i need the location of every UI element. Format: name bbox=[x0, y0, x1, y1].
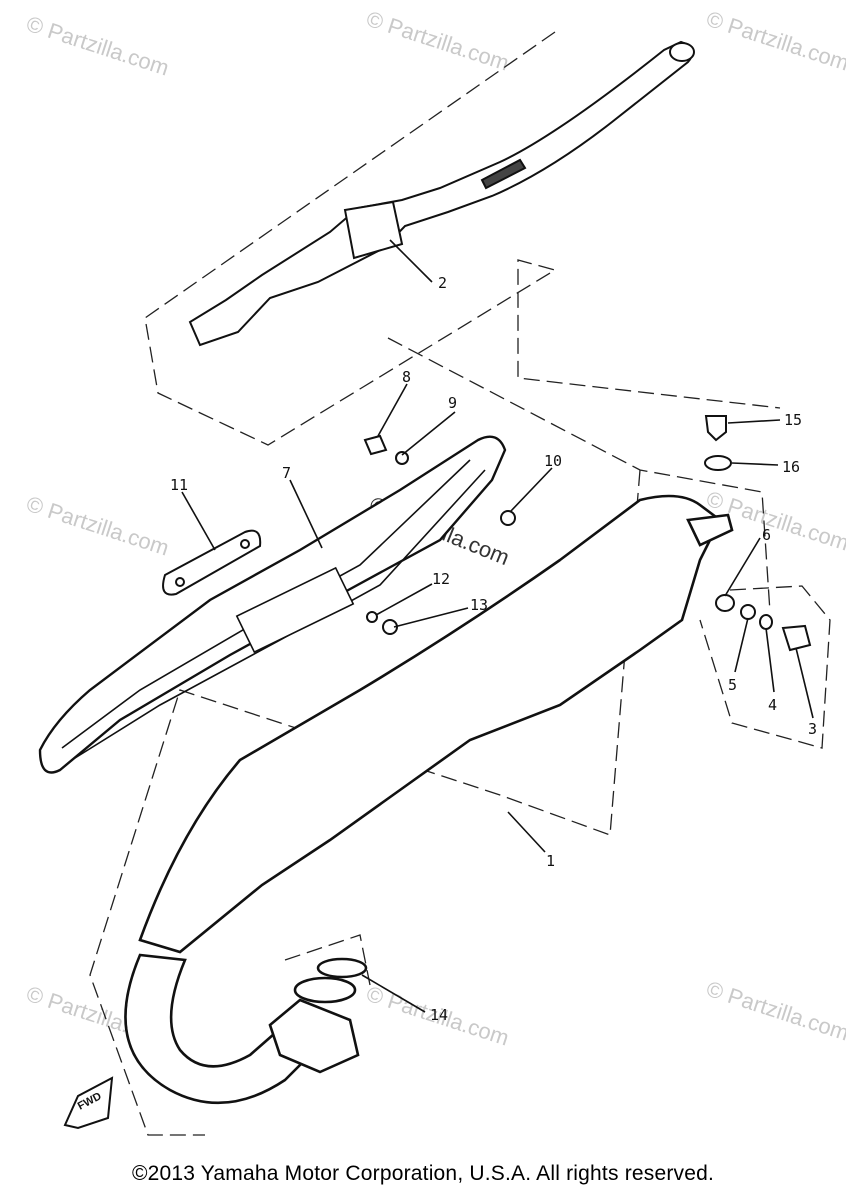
elbow-pipe bbox=[124, 953, 322, 1105]
callout-7: 7 bbox=[282, 464, 291, 482]
leader-11 bbox=[181, 491, 216, 551]
callout-5: 5 bbox=[728, 676, 737, 694]
outline-muffler-lower bbox=[89, 469, 641, 1136]
leader-6 bbox=[724, 537, 761, 597]
copyright-notice: ©2013 Yamaha Motor Corporation, U.S.A. A… bbox=[131, 1162, 715, 1185]
bracket-hole-2 bbox=[240, 539, 250, 549]
callout-14: 14 bbox=[430, 1006, 448, 1024]
group-outlines bbox=[89, 31, 831, 1136]
outline-muffler bbox=[387, 337, 771, 613]
callout-4: 4 bbox=[768, 696, 777, 714]
heat-shield-clamp-plate bbox=[235, 566, 355, 654]
flange-ring bbox=[293, 976, 357, 1004]
leader-10 bbox=[509, 467, 553, 513]
watermark-mid-left: © Partzilla.com bbox=[23, 491, 172, 561]
leader-16 bbox=[731, 462, 779, 466]
leader-7 bbox=[289, 479, 323, 549]
muffler-stay bbox=[686, 513, 734, 547]
outline-bolt-group bbox=[699, 585, 831, 749]
upper-pipe-stripe bbox=[480, 158, 527, 190]
bracket-hole-1 bbox=[175, 577, 185, 587]
upper-pipe-part-2 bbox=[188, 40, 695, 347]
watermark-top-right: © Partzilla.com bbox=[703, 6, 846, 76]
leader-12 bbox=[375, 583, 433, 616]
watermark-top-center: © Partzilla.com bbox=[363, 6, 512, 76]
callout-8: 8 bbox=[402, 368, 411, 386]
leader-lines bbox=[181, 239, 814, 1013]
callout-16: 16 bbox=[782, 458, 800, 476]
outline-upper-pipe bbox=[144, 31, 781, 446]
leader-2 bbox=[389, 239, 433, 283]
washer-part-12 bbox=[366, 611, 378, 623]
upper-pipe-collar bbox=[343, 200, 404, 260]
callout-15: 15 bbox=[784, 411, 802, 429]
upper-pipe-end bbox=[669, 42, 695, 62]
leader-5 bbox=[734, 617, 749, 673]
leader-8 bbox=[377, 383, 408, 437]
gasket-part-14 bbox=[316, 957, 368, 979]
washer-part-16 bbox=[704, 455, 732, 471]
watermark-top-left: © Partzilla.com bbox=[23, 11, 172, 81]
fwd-arrow: FWD bbox=[63, 1076, 114, 1130]
leader-3 bbox=[795, 647, 814, 719]
callout-10: 10 bbox=[544, 452, 562, 470]
heat-shield-part-7 bbox=[38, 435, 507, 774]
watermark-bottom-right: © Partzilla.com bbox=[703, 976, 846, 1046]
callout-2: 2 bbox=[438, 274, 447, 292]
callout-6: 6 bbox=[762, 526, 771, 544]
washer-part-9 bbox=[395, 451, 409, 465]
leader-15 bbox=[727, 419, 781, 424]
exhaust-flange bbox=[268, 998, 360, 1074]
nut-part-10 bbox=[500, 510, 516, 526]
leader-13 bbox=[393, 607, 469, 628]
callout-3: 3 bbox=[808, 720, 817, 738]
callout-9: 9 bbox=[448, 394, 457, 412]
washer-part-5 bbox=[740, 604, 756, 620]
callout-11: 11 bbox=[170, 476, 188, 494]
hardware bbox=[363, 415, 812, 652]
muffler-part-1 bbox=[124, 494, 734, 1105]
bolt-part-8 bbox=[363, 434, 388, 456]
callout-12: 12 bbox=[432, 570, 450, 588]
callouts: 1 2 3 4 5 6 7 8 9 10 11 12 13 14 15 16 bbox=[170, 274, 817, 1024]
outline-gasket bbox=[284, 934, 371, 986]
callout-1: 1 bbox=[546, 852, 555, 870]
bracket-outline bbox=[162, 529, 262, 596]
washer-part-4 bbox=[759, 614, 773, 630]
leader-14 bbox=[361, 974, 426, 1013]
upper-pipe-body bbox=[188, 40, 694, 347]
leader-1 bbox=[507, 811, 546, 853]
leader-4 bbox=[765, 627, 775, 693]
bolt-part-3 bbox=[781, 624, 812, 652]
bolt-part-15 bbox=[704, 415, 727, 442]
washer-part-6 bbox=[715, 594, 735, 612]
callout-13: 13 bbox=[470, 596, 488, 614]
bracket-part-11 bbox=[162, 529, 262, 596]
leader-9 bbox=[401, 411, 456, 456]
